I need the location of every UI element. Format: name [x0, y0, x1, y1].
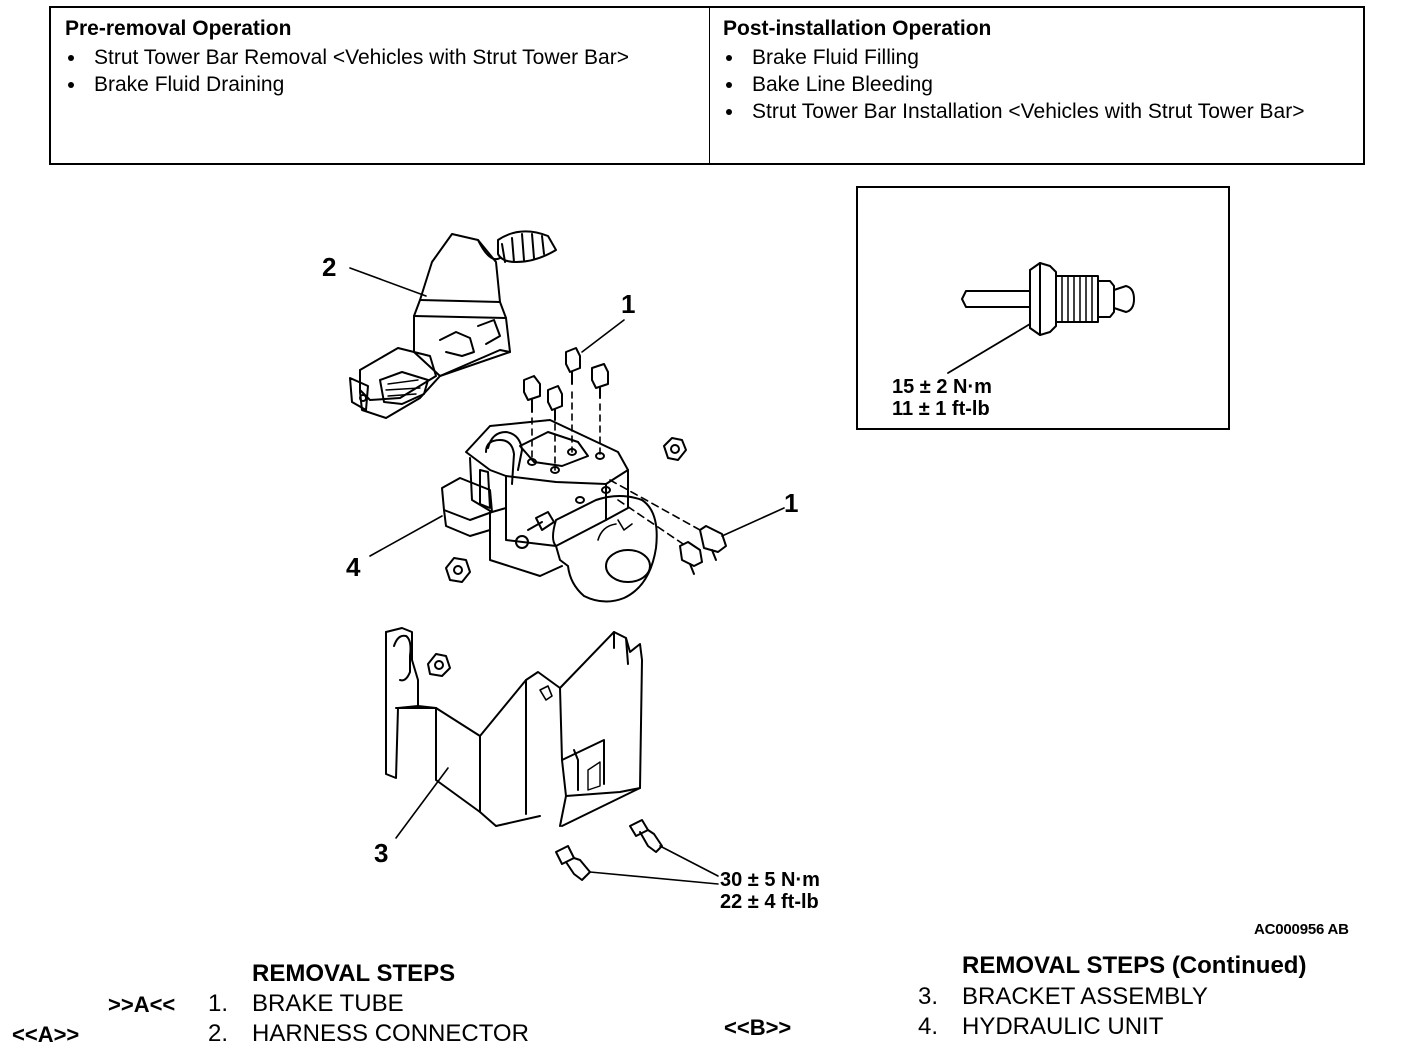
- post-installation-list: Brake Fluid Filling Bake Line Bleeding S…: [723, 44, 1349, 125]
- step-3-text: BRACKET ASSEMBLY: [962, 983, 1208, 1010]
- callout-1-side: 1: [784, 488, 798, 518]
- brake-tube-fittings-side: [609, 479, 727, 575]
- figure-code: AC000956 AB: [1254, 921, 1349, 938]
- step-1-text: BRAKE TUBE: [252, 990, 404, 1017]
- step-1-ref: >>A<<: [108, 992, 176, 1017]
- removal-steps-heading: REMOVAL STEPS: [252, 960, 456, 987]
- leader-lines: [349, 267, 785, 885]
- bracket-bolts: [555, 819, 663, 881]
- harness-connector-drawing: [349, 230, 557, 419]
- step-1-number: 1.: [208, 990, 229, 1017]
- operations-table: Pre-removal Operation Strut Tower Bar Re…: [49, 6, 1365, 165]
- inset-fitting-drawing: [947, 262, 1135, 374]
- bracket-torque-nm: 30 ± 5 N·m: [720, 869, 820, 891]
- post-installation-item: Brake Fluid Filling: [723, 44, 1349, 71]
- step-2-text: HARNESS CONNECTOR: [252, 1020, 529, 1047]
- callout-4: 4: [346, 552, 361, 582]
- bracket-torque-ftlb: 22 ± 4 ft-lb: [720, 891, 819, 913]
- inset-detail-box: [856, 186, 1230, 430]
- callout-2: 2: [322, 252, 336, 282]
- step-2-number: 2.: [208, 1020, 229, 1047]
- step-4-text: HYDRAULIC UNIT: [962, 1013, 1164, 1040]
- pre-removal-heading: Pre-removal Operation: [65, 17, 292, 40]
- inset-torque-nm: 15 ± 2 N·m: [892, 376, 992, 398]
- post-installation-heading: Post-installation Operation: [723, 17, 992, 40]
- hydraulic-unit-drawing: [441, 419, 658, 603]
- bracket-assembly-drawing: [385, 627, 643, 827]
- post-installation-item: Strut Tower Bar Installation <Vehicles w…: [723, 98, 1349, 125]
- callout-3: 3: [374, 838, 388, 868]
- pre-removal-column: Pre-removal Operation Strut Tower Bar Re…: [51, 8, 710, 163]
- step-4-number: 4.: [918, 1013, 939, 1040]
- step-2-ref: <<A>>: [12, 1022, 80, 1047]
- step-4-ref: <<B>>: [724, 1015, 792, 1040]
- mount-nuts: [427, 437, 687, 677]
- inset-torque-ftlb: 11 ± 1 ft-lb: [892, 398, 990, 420]
- callout-1-top: 1: [621, 289, 635, 319]
- removal-steps-continued-heading: REMOVAL STEPS (Continued): [962, 952, 1307, 979]
- post-installation-column: Post-installation Operation Brake Fluid …: [710, 8, 1363, 163]
- post-installation-item: Bake Line Bleeding: [723, 71, 1349, 98]
- pre-removal-item: Strut Tower Bar Removal <Vehicles with S…: [65, 44, 695, 71]
- pre-removal-item: Brake Fluid Draining: [65, 71, 695, 98]
- step-3-number: 3.: [918, 983, 939, 1010]
- brake-tube-fittings-top: [523, 347, 609, 471]
- pre-removal-list: Strut Tower Bar Removal <Vehicles with S…: [65, 44, 695, 98]
